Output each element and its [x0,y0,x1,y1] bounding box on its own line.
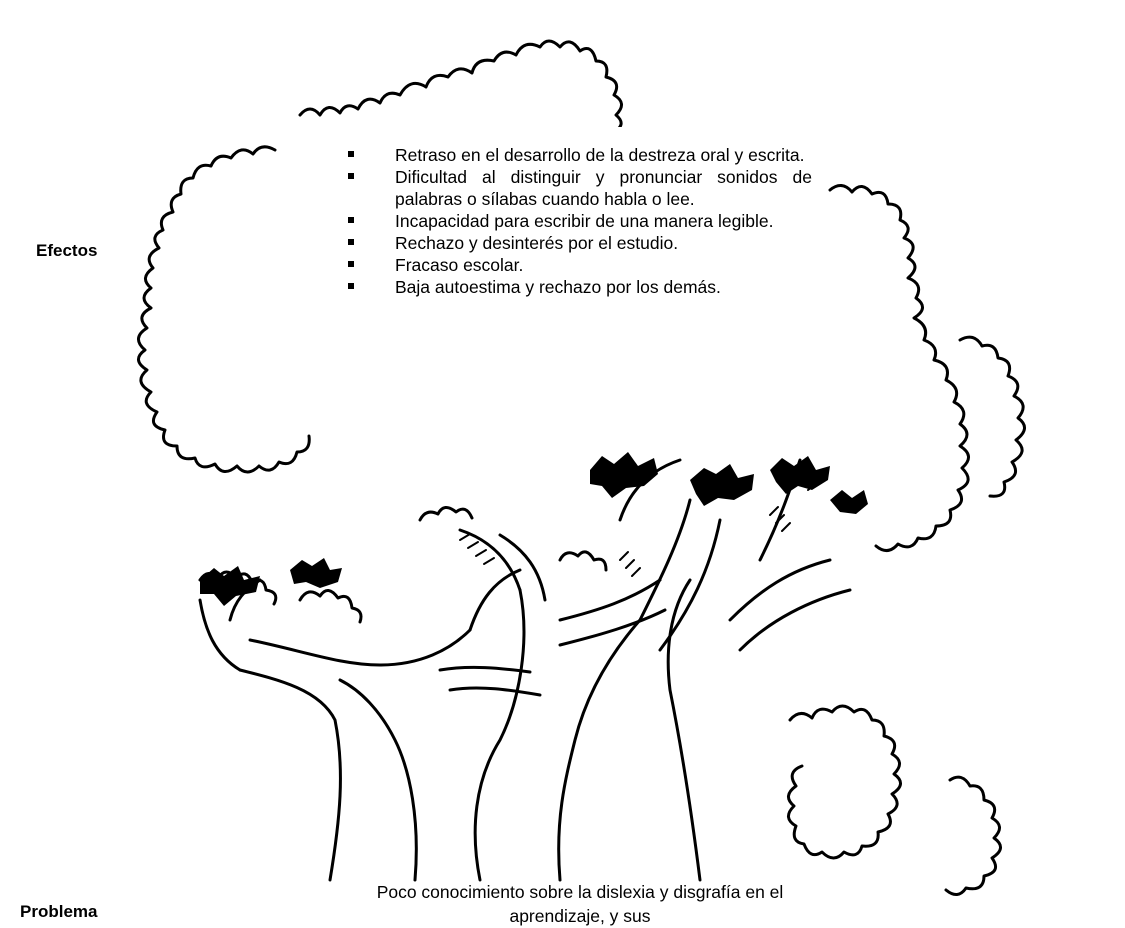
bush-lower-right-2 [946,777,1001,894]
effect-item: Fracaso escolar. [315,254,820,276]
bullet-icon [348,239,354,245]
effect-text: Rechazo y desinterés por el estudio. [395,233,678,253]
bullet-icon [348,217,354,223]
bush-lower-right [788,706,900,858]
effect-item: Incapacidad para escribir de una manera … [315,210,820,232]
bullet-icon [348,173,354,179]
effect-text: Incapacidad para escribir de una manera … [395,211,773,231]
effect-text: Retraso en el desarrollo de la destreza … [395,145,805,165]
effects-list: Retraso en el desarrollo de la destreza … [315,127,820,298]
effect-text: Dificultad al distinguir y pronunciar so… [395,167,812,209]
effect-item: Dificultad al distinguir y pronunciar so… [315,166,820,210]
effects-label: Efectos [36,241,97,261]
bullet-icon [348,283,354,289]
crown-right-outer [960,337,1025,496]
effect-text: Fracaso escolar. [395,255,523,275]
problem-label: Problema [20,902,97,922]
crown-right-outline [830,185,969,550]
effect-item: Retraso en el desarrollo de la destreza … [315,144,820,166]
crown-left-outline [138,147,309,472]
shadow-foliage-top [590,452,658,498]
tree-trunk [240,670,340,880]
bullet-icon [348,261,354,267]
effect-text: Baja autoestima y rechazo por los demás. [395,277,721,297]
effect-item: Baja autoestima y rechazo por los demás. [315,276,820,298]
effect-item: Rechazo y desinterés por el estudio. [315,232,820,254]
effects-list-box: Retraso en el desarrollo de la destreza … [315,127,820,442]
bullet-icon [348,151,354,157]
